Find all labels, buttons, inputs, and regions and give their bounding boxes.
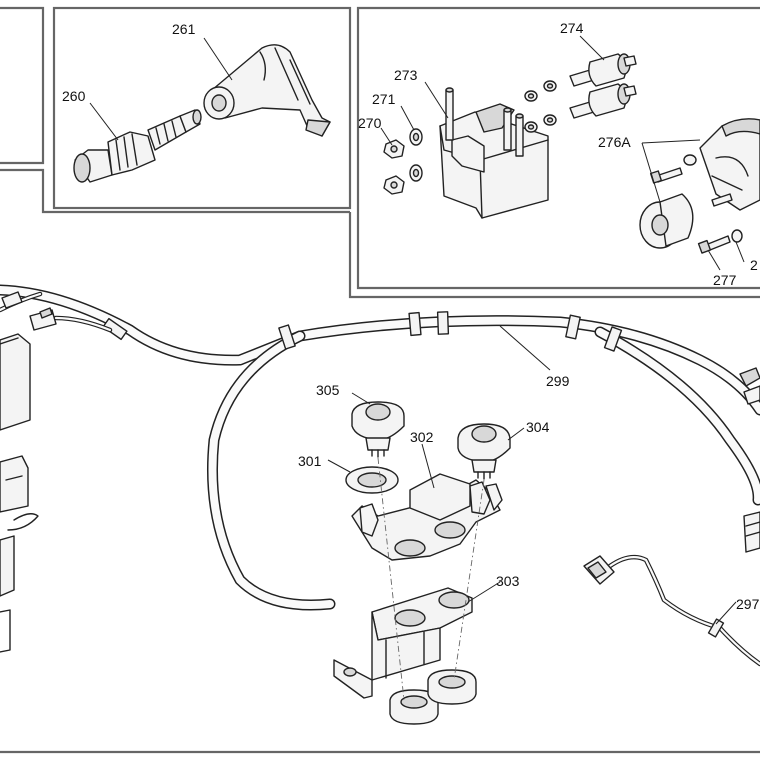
callout-labels: 260 261 270 271 273 274 276A 277 2 297 2… [62, 20, 760, 612]
inset-frames [0, 6, 760, 754]
bracket-plate-302 [351, 473, 503, 561]
spark-plug-cap-261 [203, 44, 331, 137]
screws-277 [697, 229, 743, 254]
callout-276a: 276A [598, 134, 631, 150]
callout-277: 277 [713, 272, 737, 288]
battery-partial [0, 333, 39, 653]
spark-plug-260 [73, 109, 202, 183]
callout-270: 270 [358, 115, 382, 131]
callout-303: 303 [496, 573, 520, 589]
push-switch-305 [351, 401, 405, 458]
callout-297: 297 [736, 596, 760, 612]
callout-302: 302 [410, 429, 434, 445]
frame-ignition-coil [356, 6, 760, 290]
seal-ring-301 [345, 466, 399, 494]
callout-273: 273 [394, 67, 418, 83]
harness-left-connectors [0, 291, 113, 333]
pickup-assembly-276a [639, 118, 760, 249]
callout-274: 274 [560, 20, 584, 36]
harness-right-connectors [739, 367, 760, 553]
callout-305: 305 [316, 382, 340, 398]
callout-299: 299 [546, 373, 570, 389]
frame-spark-plug [52, 6, 352, 210]
mounting-bracket-303 [333, 587, 473, 699]
rubber-mounts-274 [569, 53, 637, 119]
leader-lines [89, 35, 745, 625]
callout-278-partial: 2 [750, 257, 758, 273]
ignition-coil-assembly [383, 80, 557, 219]
callout-271: 271 [372, 91, 396, 107]
push-switch-304 [457, 423, 511, 480]
wiring-harness-299 [0, 284, 760, 611]
callout-304: 304 [526, 419, 550, 435]
callout-261: 261 [172, 21, 196, 37]
assembly-center-lines [377, 457, 485, 701]
lock-nuts [389, 669, 477, 725]
callout-260: 260 [62, 88, 86, 104]
callout-301: 301 [298, 453, 322, 469]
frame-main-outline [348, 212, 760, 299]
frame-left-partial [0, 6, 45, 165]
sensor-lead-297 [583, 554, 760, 667]
frame-mid-left [0, 168, 350, 214]
